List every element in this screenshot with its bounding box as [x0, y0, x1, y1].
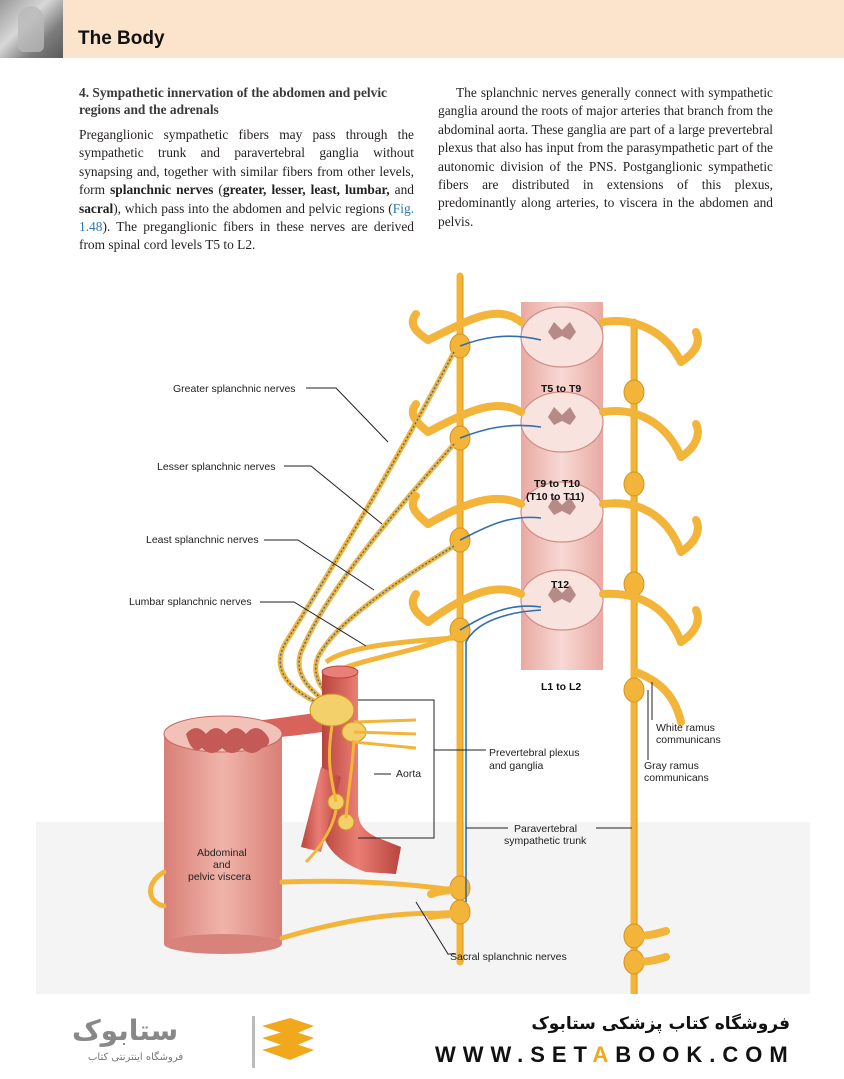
label-viscera-1: Abdominal	[197, 847, 247, 859]
label-prevertebral-2: and ganglia	[489, 760, 543, 772]
spinal-nerves-right	[599, 317, 702, 966]
figure-bottom-shade	[36, 822, 810, 994]
label-viscera-2: and	[213, 859, 231, 871]
label-paravertebral-2: sympathetic trunk	[504, 835, 587, 847]
store-logo-icon	[252, 1016, 314, 1068]
level-t10-t11: (T10 to T11)	[526, 491, 584, 503]
preganglionic-fibers	[459, 335, 542, 902]
page-header: The Body	[0, 0, 844, 58]
label-viscera-3: pelvic viscera	[188, 871, 251, 883]
lumbar-splanchnic-nerve	[324, 635, 455, 665]
right-text-column: The splanchnic nerves generally connect …	[438, 84, 773, 231]
store-url[interactable]: WWW.SETABOOK.COM	[435, 1042, 795, 1067]
chapter-title: The Body	[78, 28, 165, 49]
splanchnic-nerves	[277, 349, 457, 707]
leader-lines	[260, 387, 653, 955]
postganglionic-fibers	[304, 718, 417, 864]
abdominal-pelvic-viscera	[163, 715, 283, 954]
label-aorta: Aorta	[396, 768, 421, 780]
level-t9-t10: T9 to T10	[534, 478, 580, 490]
label-greater-splanchnic: Greater splanchnic nerves	[173, 383, 296, 395]
anatomy-figure: Greater splanchnic nerves Lesser splanch…	[36, 262, 810, 994]
label-gray-ramus-1: Gray ramus	[644, 760, 699, 772]
spinal-cord	[520, 302, 604, 670]
publisher-footer: ستابوک فروشگاه اینترنتی کتاب فروشگاه کتا…	[0, 994, 844, 1079]
right-paragraph: The splanchnic nerves generally connect …	[438, 85, 773, 229]
level-t5-t9: T5 to T9	[541, 383, 581, 395]
sacral-splanchnic-nerves	[148, 869, 457, 941]
label-white-ramus-1: White ramus	[656, 722, 715, 734]
store-logo-wordmark: ستابوک	[72, 1014, 179, 1047]
label-white-ramus-2: communicans	[656, 734, 721, 746]
label-lesser-splanchnic: Lesser splanchnic nerves	[157, 461, 275, 473]
store-name-persian: فروشگاه کتاب پزشکی ستابوک	[531, 1014, 790, 1034]
level-t12: T12	[551, 579, 569, 591]
chapter-thumbnail-image	[0, 0, 63, 58]
label-least-splanchnic: Least splanchnic nerves	[146, 534, 259, 546]
label-lumbar-splanchnic: Lumbar splanchnic nerves	[129, 596, 252, 608]
section-heading: 4. Sympathetic innervation of the abdome…	[79, 85, 387, 117]
label-gray-ramus-2: communicans	[644, 772, 709, 784]
label-paravertebral-1: Paravertebral	[514, 823, 577, 835]
left-paragraph: Preganglionic sympathetic fibers may pas…	[79, 127, 414, 253]
figure-reference-link[interactable]: Fig. 1.48	[79, 200, 414, 235]
sympathetic-innervation-diagram: Greater splanchnic nerves Lesser splanch…	[36, 272, 810, 994]
left-text-column: 4. Sympathetic innervation of the abdome…	[79, 84, 414, 255]
store-logo-subtitle: فروشگاه اینترنتی کتاب	[88, 1052, 184, 1063]
label-sacral-splanchnic: Sacral splanchnic nerves	[450, 951, 567, 963]
label-prevertebral-1: Prevertebral plexus	[489, 747, 579, 759]
level-l1-l2: L1 to L2	[541, 681, 581, 693]
